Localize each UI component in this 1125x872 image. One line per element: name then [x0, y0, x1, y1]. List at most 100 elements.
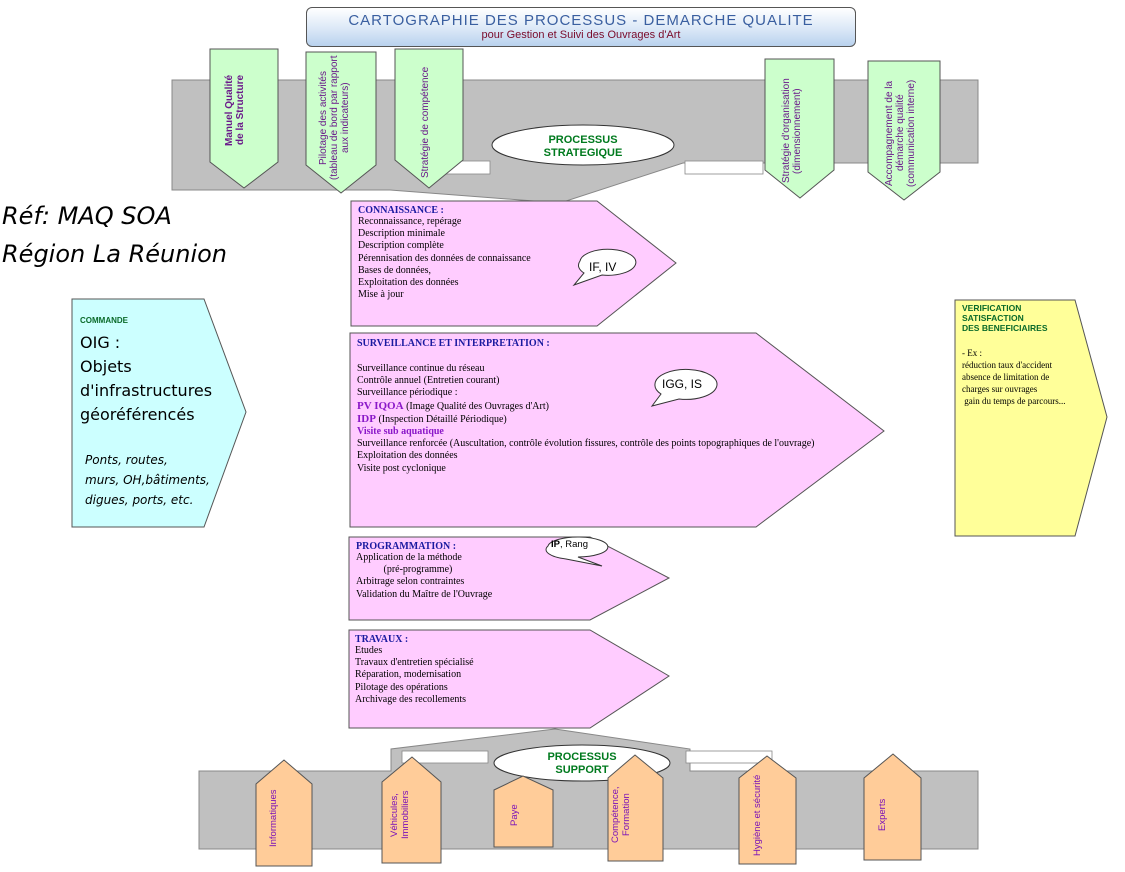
connaissance-content: CONNAISSANCE : Reconnaissance, repérage …: [358, 205, 531, 301]
bubble-if-iv: [572, 248, 637, 287]
label-line: (tableau de bord par rapport: [329, 55, 340, 180]
travaux-line: Travaux d'entretien spécialisé: [355, 657, 474, 669]
connaissance-bubble-text: IF, IV: [589, 260, 617, 274]
idp-code: IDP: [357, 412, 376, 425]
visite-sub-aquatique: Visite sub aquatique: [357, 426, 444, 438]
label-line: SUPPORT: [555, 764, 609, 776]
label-line: Véhicules,: [389, 793, 400, 837]
surveillance-line: Contrôle annuel (Entretien courant): [357, 375, 500, 387]
commande-content: COMMANDE OIG : Objets d'infrastructures …: [80, 316, 230, 427]
surveillance-title: SURVEILLANCE ET INTERPRETATION :: [357, 338, 550, 349]
verification-label-line: VERIFICATION: [962, 303, 1022, 313]
programmation-line: Validation du Maître de l'Ouvrage: [356, 588, 493, 600]
travaux-line: Archivage des recollements: [355, 693, 467, 705]
programmation-title: PROGRAMMATION :: [356, 541, 457, 552]
commande-line: OIG :: [80, 333, 121, 352]
strategic-arrow-4-label: Stratégie d'organisation (dimensionnemen…: [781, 72, 811, 190]
strategic-arrow-2: [305, 51, 377, 194]
commande-example-line: Ponts, routes,: [85, 453, 168, 467]
programmation-shape: [348, 536, 671, 621]
strategic-arrow-3: [394, 48, 464, 189]
label-line: Stratégie d'organisation: [781, 78, 792, 184]
surveillance-idp-line: IDP (Inspection Détaillé Périodique): [357, 413, 815, 426]
commande-line: d'infrastructures: [80, 381, 213, 400]
verification-line: charges sur ouvrages: [962, 384, 1038, 394]
connaissance-line: Description minimale: [358, 228, 445, 240]
verification-line: - Ex :: [962, 348, 982, 358]
programmation-line: Arbitrage selon contraintes: [356, 576, 465, 588]
label-line: Stratégie de compétence: [420, 66, 431, 178]
support-item-3-label: Paye: [509, 800, 523, 830]
connaissance-line: Mise à jour: [358, 289, 404, 301]
label-line: de la Structure: [235, 74, 246, 146]
reference-line-1: Réf: MAQ SOA: [2, 202, 172, 230]
support-process-label: PROCESSUS SUPPORT: [522, 751, 642, 777]
label-line: Immobiliers: [400, 790, 411, 840]
commande-shape: [71, 298, 247, 528]
strategic-arrow-1: [209, 48, 279, 189]
commande-line: Objets: [80, 357, 132, 376]
label-line: Compétence,: [610, 786, 621, 844]
label-line: STRATEGIQUE: [543, 147, 623, 159]
label-line: aux indicateurs): [340, 82, 351, 154]
connaissance-shape: [350, 200, 677, 327]
support-notch-left: [401, 750, 489, 764]
strategic-arrow-2-label: Pilotage des activités (tableau de bord …: [318, 55, 364, 180]
strategic-ellipse: [491, 124, 675, 166]
surveillance-line: Surveillance renforcée (Auscultation, co…: [357, 438, 815, 450]
strategic-arrow-5: [867, 60, 941, 201]
commande-example-line: digues, ports, etc.: [85, 493, 194, 507]
connaissance-line: Reconnaissance, repérage: [358, 216, 462, 227]
surveillance-bubble-text: IGG, IS: [662, 377, 703, 391]
label-line: démarche qualité: [895, 94, 906, 172]
support-notch-right: [685, 750, 773, 764]
diagram-subtitle: pour Gestion et Suivi des Ouvrages d'Art: [481, 29, 681, 41]
connaissance-title: CONNAISSANCE :: [358, 205, 444, 216]
strategic-process-label: PROCESSUS STRATEGIQUE: [522, 134, 644, 160]
label-line: PROCESSUS: [548, 134, 618, 146]
label-line: (communication interne): [906, 79, 917, 187]
verification-content: VERIFICATION SATISFACTION DES BENEFICIAI…: [962, 303, 1074, 407]
support-arrow-3: [493, 775, 554, 848]
strategic-arrow-1-label: Manuel Qualité de la Structure: [224, 62, 264, 158]
label-line: Pilotage des activités: [318, 71, 329, 165]
bubble-igg-is: [650, 368, 718, 407]
programmation-line: Application de la méthode: [356, 552, 462, 563]
support-arrow-5: [738, 755, 797, 865]
label-line: Experts: [877, 798, 888, 832]
programmation-bubble-text: IP, Rang: [551, 539, 588, 550]
programmation-line: (pré-programme): [356, 564, 453, 576]
label-line: Hygiène et sécurité: [752, 774, 763, 856]
support-item-2-label: Véhicules, Immobiliers: [389, 782, 415, 848]
commande-line: géoréférencés: [80, 405, 195, 424]
strategic-arrow-5-label: Accompagnement de la démarche qualité (c…: [884, 74, 926, 192]
support-arrow-4: [607, 754, 664, 862]
idp-text: (Inspection Détaillé Périodique): [375, 413, 507, 425]
surveillance-line: Surveillance périodique :: [357, 387, 458, 399]
reference-line-2: Région La Réunion: [2, 240, 227, 268]
title-box: CARTOGRAPHIE DES PROCESSUS - DEMARCHE QU…: [306, 7, 856, 47]
band-notch-right: [684, 160, 764, 175]
connaissance-line: Bases de données,: [358, 264, 432, 276]
verification-line: gain du temps de parcours...: [962, 396, 1066, 406]
commande-examples: Ponts, routes, murs, OH,bâtiments, digue…: [85, 450, 235, 510]
surveillance-line: Surveillance continue du réseau: [357, 363, 485, 374]
support-arrow-1: [255, 759, 313, 867]
connaissance-line: Exploitation des données: [358, 277, 459, 289]
surveillance-line: Visite post cyclonique: [357, 462, 446, 474]
rang-text: , Rang: [559, 539, 588, 550]
support-item-6-label: Experts: [877, 795, 891, 835]
label-line: PROCESSUS: [547, 751, 617, 763]
surveillance-line: Exploitation des données: [357, 450, 458, 462]
surveillance-content: SURVEILLANCE ET INTERPRETATION : Surveil…: [357, 338, 815, 475]
support-arrow-2: [381, 756, 442, 864]
travaux-title: TRAVAUX :: [355, 634, 409, 645]
travaux-line: Réparation, modernisation: [355, 669, 462, 681]
support-item-5-label: Hygiène et sécurité: [752, 770, 766, 860]
verification-label-line: DES BENEFICIAIRES: [962, 323, 1048, 333]
label-line: Paye: [509, 804, 520, 826]
bubble-ip-rang: [545, 536, 609, 567]
support-item-1-label: Informatiques: [268, 784, 282, 852]
label-line: Accompagnement de la: [884, 80, 895, 186]
